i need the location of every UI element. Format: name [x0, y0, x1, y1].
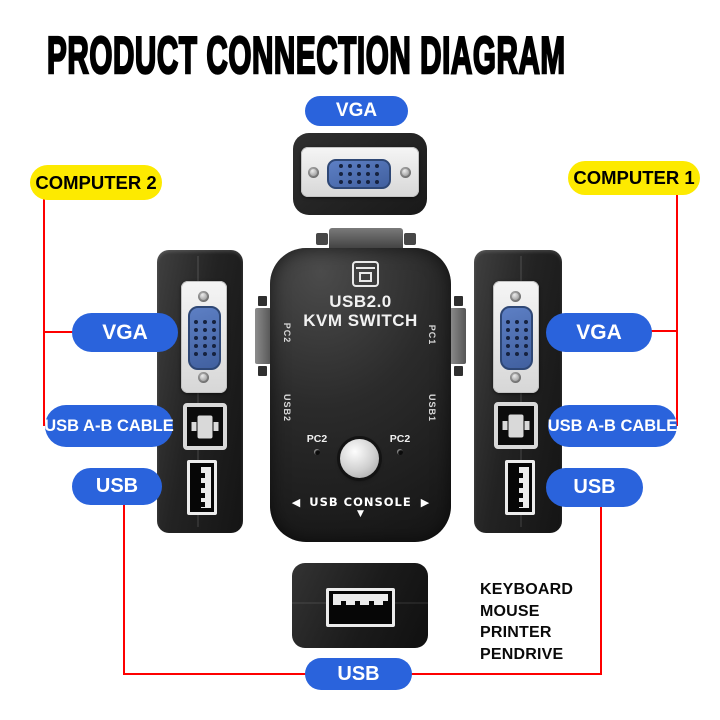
vga-faceplate	[301, 147, 419, 197]
computer1-label: COMPUTER 1	[568, 161, 700, 195]
connector-tab	[404, 233, 416, 245]
peripheral-item: KEYBOARD	[480, 581, 574, 598]
computer2-label: COMPUTER 2	[30, 165, 162, 200]
kvm-port-label-pc1: PC1	[427, 324, 437, 346]
kvm-led-label-left: PC2	[306, 433, 328, 445]
led-indicator	[314, 449, 320, 455]
console-text: USB CONSOLE	[309, 495, 412, 509]
console-usb-a-port	[326, 588, 395, 627]
line-right-usb-vertical	[600, 505, 602, 675]
right-usb-label: USB	[546, 468, 643, 507]
left-usb-label: USB	[72, 468, 162, 505]
line-bottom-right-horizontal	[410, 673, 602, 675]
right-usb-a-port	[505, 460, 535, 515]
led-indicator	[397, 449, 403, 455]
vga-dsub-port	[327, 159, 391, 189]
right-vga-dsub-port	[500, 306, 533, 370]
screw-icon	[198, 372, 209, 383]
peripheral-item: MOUSE	[480, 602, 540, 620]
usb-tongue	[201, 467, 211, 508]
screw-icon	[400, 167, 411, 178]
screw-icon	[308, 167, 319, 178]
monitor-vga-connector	[293, 133, 427, 215]
kvm-port-label-pc2: PC2	[282, 322, 292, 344]
peripheral-item: PENDRIVE	[480, 645, 564, 663]
kvm-led-label-right: PC2	[389, 433, 411, 445]
peripherals-list: KEYBOARD MOUSE PRINTER PENDRIVE	[480, 579, 573, 665]
left-vga-label: VGA	[72, 313, 178, 352]
connector-tab	[454, 366, 463, 376]
panel-seam	[292, 602, 328, 604]
left-vga-dsub-port	[188, 306, 221, 370]
kvm-switch-body	[270, 248, 451, 542]
right-usb-ab-cable-label: USB A-B CABLE	[548, 405, 677, 447]
screw-icon	[198, 291, 209, 302]
line-right-vga-branch	[650, 330, 678, 332]
kvm-left-vga-edge	[255, 308, 271, 364]
vga-pin-holes	[505, 320, 528, 356]
left-usb-a-port	[187, 460, 217, 515]
page-title: PRODUCT CONNECTION DIAGRAM	[46, 27, 566, 85]
connector-tab	[258, 296, 267, 306]
monitor-vga-label: VGA	[305, 96, 408, 126]
kvm-top-vga-edge	[329, 228, 403, 250]
connector-tab	[258, 366, 267, 376]
line-bottom-left-horizontal	[123, 673, 308, 675]
usb-tongue	[519, 467, 529, 508]
vga-pin-holes	[339, 164, 379, 184]
kvm-right-vga-edge	[450, 308, 466, 364]
right-arrow-icon: ▶	[420, 496, 430, 509]
kvm-model-line2: KVM SWITCH	[303, 311, 418, 330]
line-computer1-vertical	[676, 194, 678, 426]
left-arrow-icon: ◀	[291, 496, 301, 509]
kvm-model-line1: USB2.0	[329, 292, 392, 311]
kvm-select-button	[340, 439, 379, 478]
screw-icon	[510, 372, 521, 383]
line-computer2-vertical	[43, 199, 45, 426]
right-usb-b-port	[494, 402, 538, 449]
line-left-vga-branch	[43, 331, 74, 333]
panel-seam	[392, 602, 428, 604]
kvm-port-label-usb2: USB2	[282, 393, 292, 422]
down-arrow-icon: ▼	[357, 509, 364, 519]
vga-pin-holes	[193, 320, 216, 356]
left-usb-ab-cable-label: USB A-B CABLE	[44, 405, 174, 447]
kvm-console-label: ◀ USB CONSOLE ▶	[270, 495, 451, 509]
left-usb-b-port	[183, 403, 227, 450]
line-left-usb-vertical	[123, 503, 125, 675]
connector-tab	[316, 233, 328, 245]
right-vga-label: VGA	[546, 313, 652, 352]
usb-tongue	[333, 594, 388, 605]
monitor-icon	[352, 261, 379, 287]
connector-tab	[454, 296, 463, 306]
bottom-usb-label: USB	[305, 658, 412, 690]
peripheral-item: PRINTER	[480, 624, 552, 641]
screw-icon	[510, 291, 521, 302]
kvm-port-label-usb1: USB1	[427, 393, 437, 422]
